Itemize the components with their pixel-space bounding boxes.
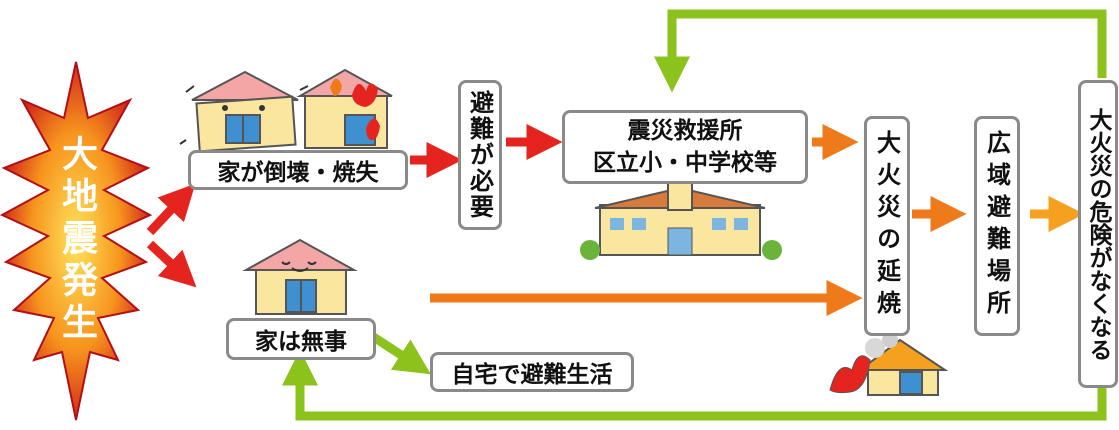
school-building-icon	[580, 179, 782, 260]
collapsed-house-icon	[179, 70, 309, 153]
node-no-danger: 大火災の危険がなくなる	[1078, 80, 1118, 388]
node-home-life: 自宅で避難生活	[430, 352, 634, 392]
arrow-safe-to-homelife	[369, 332, 431, 375]
node-need-evac: 避難が必要	[458, 80, 502, 230]
earthquake-starburst-icon	[0, 61, 153, 421]
arrow-loop-top	[654, 9, 1107, 93]
shelter-line2: 区立小・中学校等	[593, 150, 777, 176]
node-wide-area: 広域避難場所	[974, 116, 1020, 336]
fire-house-icon	[829, 332, 949, 396]
burning-house-icon	[296, 68, 393, 149]
node-collapse: 家が倒壊・焼失	[188, 150, 408, 190]
shelter-line1: 震災救援所	[627, 118, 743, 144]
node-shelter: 震災救援所 区立小・中学校等	[562, 110, 808, 184]
node-safe-house: 家は無事	[226, 318, 376, 360]
node-spread: 大火災の延焼	[864, 116, 910, 336]
arrow-to-collapse	[146, 183, 196, 236]
house-icon	[242, 238, 358, 315]
arrow-to-safe	[146, 240, 197, 288]
earthquake-label: 大地震発生	[56, 135, 97, 345]
arrow-loop-bottom	[282, 349, 1107, 421]
